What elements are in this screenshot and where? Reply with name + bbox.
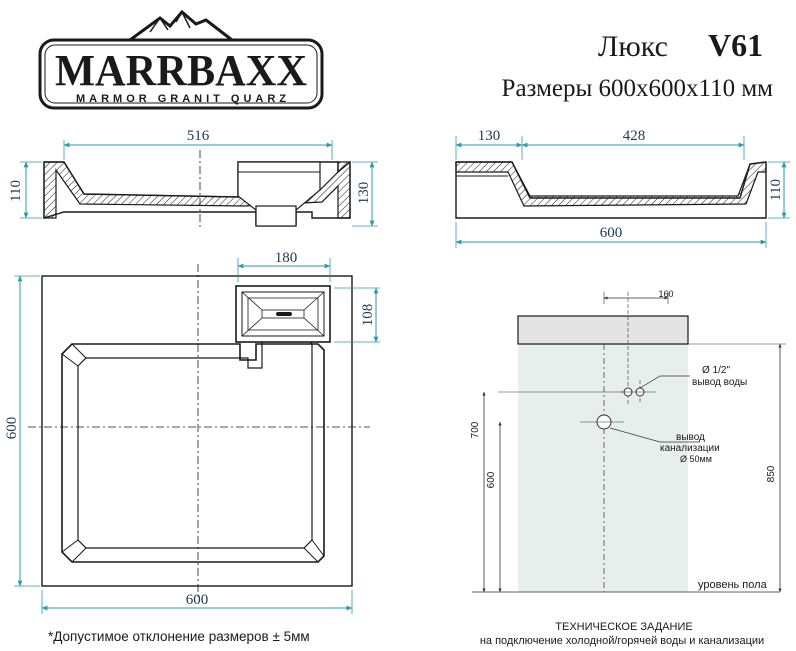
dim-width-516: 516: [187, 128, 210, 144]
brand-logo: MARRBAXX MARMOR GRANIT QUARZ: [38, 9, 324, 110]
floor-level-label: уровень пола: [698, 579, 768, 591]
dim-drain-depth-108: 108: [360, 304, 376, 327]
water-pipe-size: Ø 1/2": [702, 365, 730, 376]
dim-plan-width-600: 600: [186, 592, 209, 608]
dim-offset-160: 160: [658, 289, 673, 299]
drain-label-2: канализации: [660, 443, 720, 454]
mountain-icon: [129, 9, 233, 42]
dim-height-850: 850: [766, 465, 777, 482]
model-prefix: Люкс: [598, 30, 668, 63]
drain-label-1: вывод: [676, 432, 705, 443]
countertop: [517, 315, 689, 345]
drain-box: [235, 285, 331, 343]
dim-width-130: 130: [478, 128, 501, 144]
side-section-drawing: [43, 150, 351, 230]
plan-view-dimensions: 180 108 600 600: [4, 250, 380, 614]
water-pipe-label: вывод воды: [692, 377, 747, 388]
model-name: V61: [708, 27, 763, 63]
dim-height-600: 600: [486, 471, 497, 488]
tolerance-note: *Допустимое отклонение размеров ± 5мм: [48, 629, 310, 644]
brand-name: MARRBAXX: [55, 46, 307, 95]
front-section-drawing: [455, 161, 767, 219]
installation-dimensions: 160 Ø 1/2" вывод воды вывод канализации …: [470, 289, 786, 593]
dim-height-110-left: 110: [8, 180, 24, 202]
product-dimensions: Размеры 600х600х110 мм: [502, 75, 774, 102]
installation-drawing: [472, 292, 780, 593]
side-section-dimensions: 516 110 130: [8, 128, 378, 227]
drain-size: Ø 50мм: [680, 454, 712, 464]
dim-width-428: 428: [623, 128, 646, 144]
drain-slot-icon: [276, 312, 292, 316]
tech-spec-subtitle: на подключение холодной/горячей воды и к…: [480, 635, 764, 647]
dim-width-600-front: 600: [600, 225, 623, 241]
plan-view-drawing: [28, 264, 370, 600]
dim-height-700: 700: [470, 421, 481, 438]
tech-spec-title: ТЕХНИЧЕСКОЕ ЗАДАНИЕ: [555, 621, 692, 633]
dim-height-110-front: 110: [768, 179, 784, 201]
dim-height-130-right: 130: [356, 182, 372, 205]
wall-area: [518, 344, 688, 592]
dim-drain-width-180: 180: [275, 250, 298, 266]
product-title: Люкс V61 Размеры 600х600х110 мм: [502, 27, 774, 102]
dim-plan-height-600: 600: [4, 417, 20, 440]
front-section-dimensions: 130 428 600 110: [455, 128, 790, 248]
